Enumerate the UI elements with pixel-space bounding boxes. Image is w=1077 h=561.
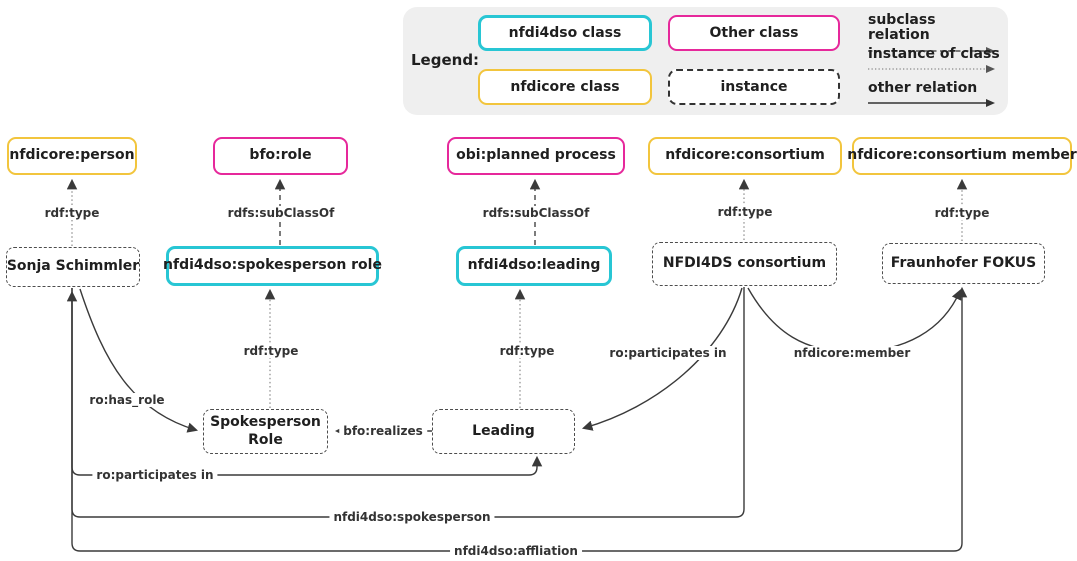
edge-label-rdf-type-leading-instance: rdf:type [495,344,559,358]
other-relation-arrow-icon [868,99,995,108]
legend-title: Legend: [411,51,480,69]
legend-relation-instance-of: instance of class [868,46,1000,74]
edge-label-realizes: bfo:realizes [339,424,427,438]
instance-of-relation-arrow-icon [868,65,995,74]
edge-label-rdf-type-fokus: rdf:type [930,206,994,220]
node-fraunhofer-fokus: Fraunhofer FOKUS [882,243,1045,284]
edge-label-rdf-type-sonja: rdf:type [40,206,104,220]
legend-panel: Legend: nfdi4dso class Other class nfdic… [403,7,1008,115]
node-spokesperson-role-instance: Spokesperson Role [203,409,328,454]
edge-participates-curve [581,287,743,431]
edge-label-spokesperson-bottom: nfdi4dso:spokesperson [329,510,495,524]
legend-item-nfdi4dso-class: nfdi4dso class [478,15,652,51]
legend-relation-instance-of-label: instance of class [868,46,1000,62]
node-nfdicore-consortium: nfdicore:consortium [648,137,842,175]
node-nfdicore-person: nfdicore:person [7,137,137,175]
node-bfo-role: bfo:role [213,137,348,175]
legend-item-instance: instance [668,69,840,105]
legend-relation-subclass: subclass relation [868,12,1000,56]
node-obi-planned-process: obi:planned process [447,137,625,175]
edge-label-affiliation-bottom: nfdi4dso:affliation [450,544,582,558]
edge-label-participates-bottom: ro:participates in [92,468,218,482]
node-nfdi4dso-spokesperson-role: nfdi4dso:spokesperson role [163,246,382,286]
node-nfdicore-consortium-member: nfdicore:consortium member [847,137,1077,175]
edge-label-rdf-type-spokesperson-instance: rdf:type [239,344,303,358]
legend-item-nfdicore-class: nfdicore class [478,69,652,105]
legend-item-other-class: Other class [668,15,840,51]
edge-label-subclassof-leading: rdfs:subClassOf [478,206,594,220]
node-sonja-schimmler: Sonja Schimmler [6,247,140,287]
subclass-relation-arrow-icon [868,46,995,55]
node-nfdi4dso-leading: nfdi4dso:leading [456,246,612,286]
edge-label-has-role: ro:has_role [85,393,169,407]
edge-label-subclassof-spokesperson: rdfs:subClassOf [223,206,339,220]
legend-relation-other-label: other relation [868,80,978,96]
edge-label-member: nfdicore:member [789,346,915,360]
edge-spokesperson-bottom [66,287,745,518]
edge-label-rdf-type-consortium: rdf:type [713,205,777,219]
legend-relation-subclass-label: subclass relation [868,12,936,44]
edge-member [747,287,962,353]
node-nfdi4ds-consortium: NFDI4DS consortium [652,242,837,286]
legend-relation-other: other relation [868,80,1000,108]
node-leading-instance: Leading [432,409,575,454]
edge-has-role [79,288,199,433]
edge-label-participates-curve: ro:participates in [605,346,731,360]
